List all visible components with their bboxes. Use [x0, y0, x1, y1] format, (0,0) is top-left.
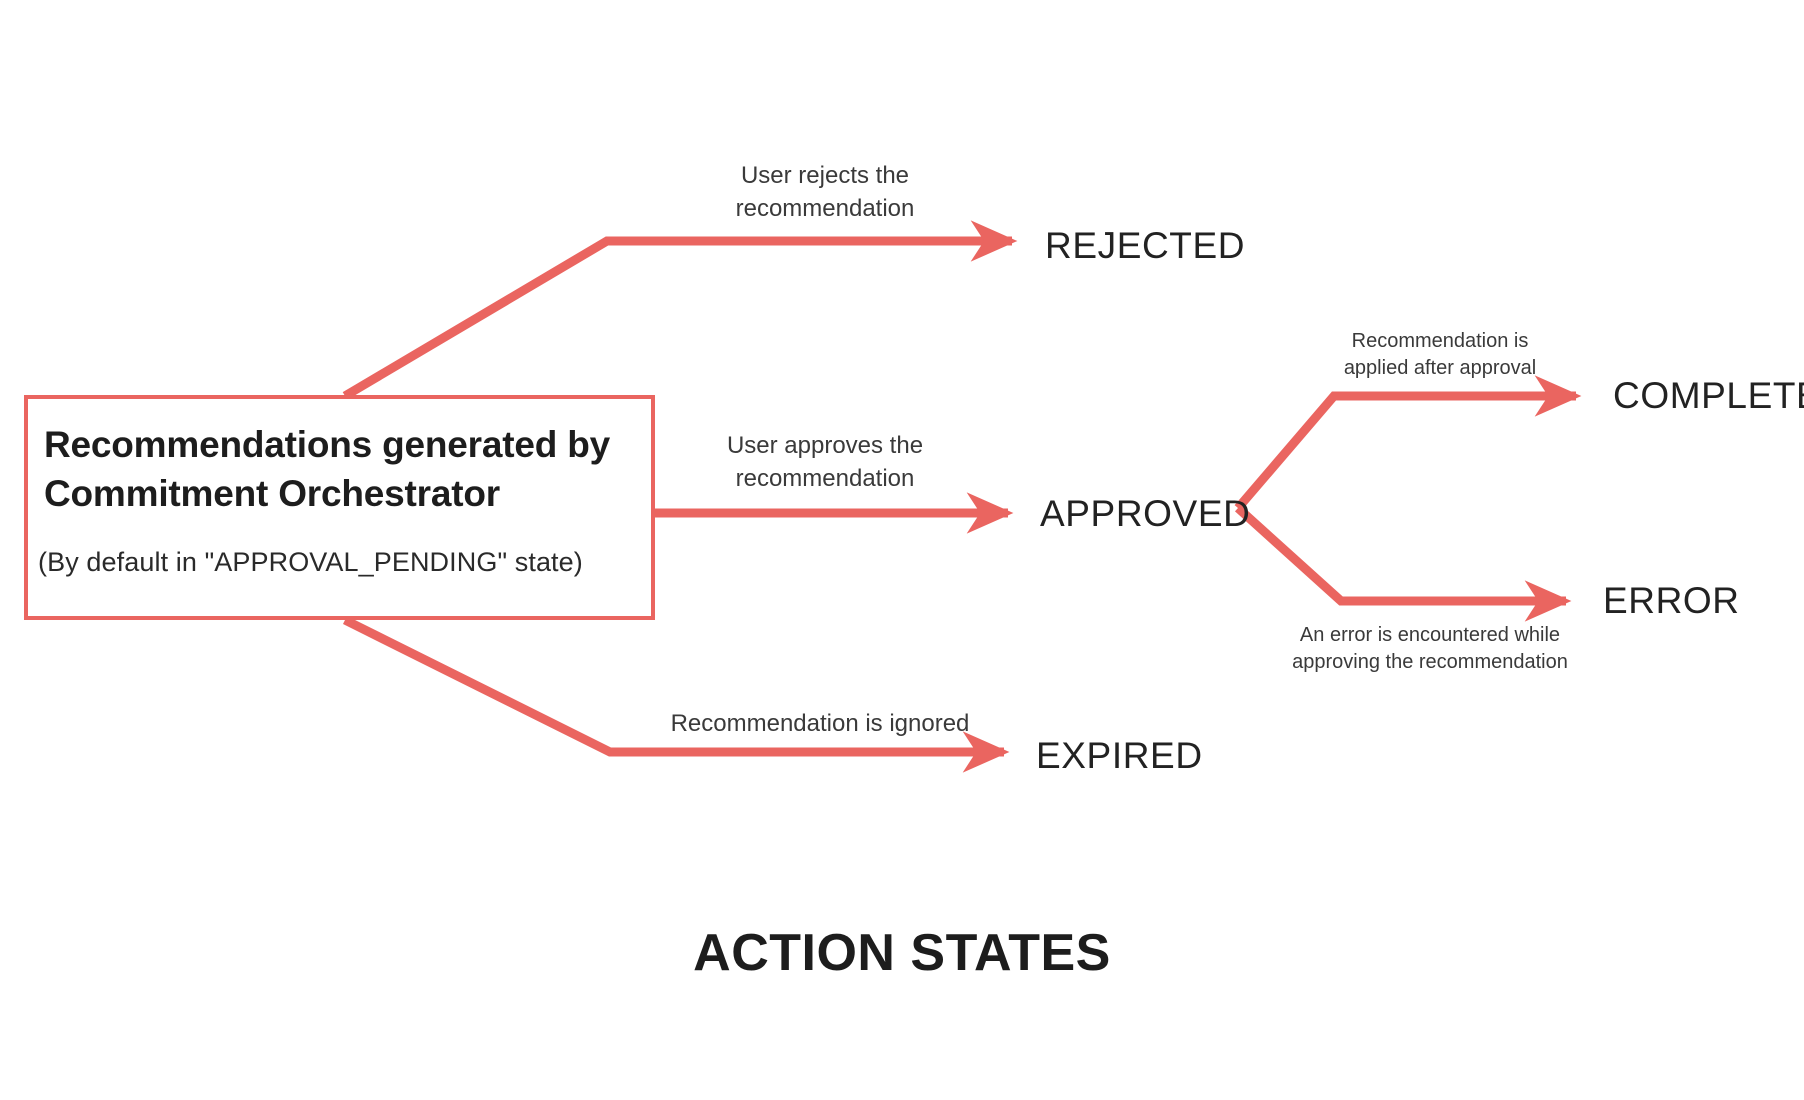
edge-label-to-error: An error is encountered while approving … [1292, 624, 1568, 674]
edge-line-to-rejected [342, 220, 1018, 400]
state-node-expired: EXPIRED [1036, 735, 1203, 776]
source-node: Recommendations generated by Commitment … [24, 395, 655, 620]
edge-label-to-completed: Recommendation is applied after approval [1343, 330, 1537, 380]
edge-label-to-approved: User approves the recommendation [726, 432, 924, 492]
edge-label-to-expired: Recommendation is ignored [670, 710, 970, 737]
state-node-error: ERROR [1603, 580, 1740, 621]
edge-line-to-error [1234, 504, 1572, 622]
state-node-rejected: REJECTED [1045, 225, 1246, 266]
diagram-title: ACTION STATES [693, 924, 1111, 982]
edge-line-to-completed [1234, 375, 1582, 511]
source-node-title: Recommendations generated by Commitment … [44, 424, 610, 514]
edge-label-to-rejected: User rejects the recommendation [735, 162, 915, 222]
source-node-subtitle: (By default in "APPROVAL_PENDING" state) [38, 547, 583, 577]
state-node-completed: COMPLETED [1613, 375, 1804, 416]
state-node-approved: APPROVED [1040, 493, 1251, 534]
